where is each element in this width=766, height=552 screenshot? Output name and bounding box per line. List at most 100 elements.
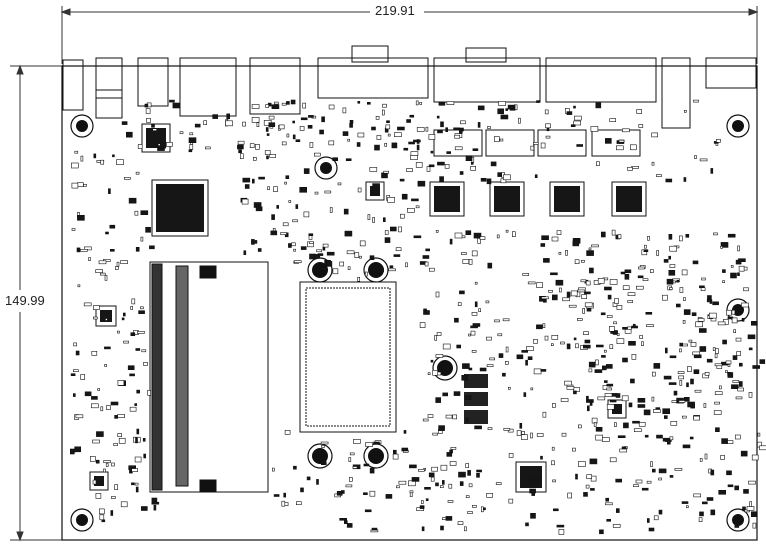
smd-part — [195, 124, 200, 127]
smd-part — [455, 233, 462, 238]
smd-part — [715, 364, 722, 366]
smd-part — [625, 270, 631, 273]
smd-part — [423, 256, 429, 259]
smd-part — [700, 159, 707, 161]
smd-part — [132, 469, 138, 472]
smd-part — [648, 236, 650, 240]
smd-part — [114, 444, 118, 446]
smd-part — [93, 440, 100, 443]
smd-part — [680, 380, 682, 385]
smd-part — [598, 397, 605, 400]
smd-part — [348, 267, 350, 270]
smd-part — [358, 101, 360, 103]
smd-part — [461, 253, 466, 255]
smd-part — [349, 477, 352, 481]
smd-part — [308, 115, 313, 117]
smd-part — [604, 287, 611, 290]
smd-part — [732, 310, 735, 314]
smd-part — [654, 363, 660, 368]
smd-part — [560, 342, 564, 344]
smd-part — [683, 298, 685, 301]
smd-part — [148, 390, 151, 395]
smd-part — [663, 409, 670, 414]
smd-part — [567, 386, 574, 389]
smd-part — [553, 480, 556, 482]
smd-part — [99, 509, 104, 514]
smd-part — [436, 483, 439, 486]
smd-part — [582, 295, 587, 299]
smd-part — [569, 305, 576, 307]
smd-part — [752, 455, 758, 460]
smd-part — [576, 474, 578, 479]
smd-part — [301, 488, 304, 492]
smd-part — [459, 130, 462, 133]
smd-part — [300, 126, 304, 130]
smd-part — [704, 404, 706, 408]
smd-part — [659, 469, 666, 473]
smd-part — [687, 367, 691, 372]
smd-part — [578, 462, 585, 467]
smd-part — [498, 173, 502, 177]
smd-part — [533, 478, 540, 483]
smd-part — [586, 396, 588, 400]
smd-part — [385, 231, 388, 235]
smd-part — [509, 499, 513, 503]
smd-part — [711, 510, 715, 515]
smd-part — [691, 379, 694, 384]
smd-part — [393, 450, 396, 454]
smd-part — [283, 223, 288, 226]
smd-part — [443, 393, 448, 396]
smd-part — [734, 330, 736, 333]
smd-part — [735, 435, 740, 439]
smd-part — [531, 388, 533, 390]
smd-part — [694, 355, 701, 358]
smd-part — [607, 388, 612, 390]
smd-part — [610, 458, 616, 462]
smd-part — [277, 205, 279, 208]
smd-part — [621, 272, 625, 274]
smd-part — [410, 491, 413, 493]
smd-part — [460, 482, 463, 486]
smd-part — [122, 318, 124, 320]
smd-part — [634, 429, 641, 432]
smd-part — [719, 386, 721, 389]
smd-part — [750, 502, 752, 507]
smd-part — [479, 309, 481, 312]
smd-part — [623, 423, 628, 428]
smd-part — [118, 434, 122, 437]
smd-part — [607, 384, 613, 386]
smd-part — [428, 415, 433, 418]
smd-part — [684, 178, 686, 182]
smd-part — [623, 327, 628, 329]
smd-part — [486, 337, 491, 340]
smd-part — [309, 242, 313, 244]
smd-part — [447, 452, 452, 456]
smd-part — [701, 288, 705, 291]
smd-part — [425, 262, 428, 266]
smd-part — [141, 237, 143, 241]
smd-part — [725, 371, 727, 373]
smd-part — [327, 252, 334, 255]
smd-part — [466, 418, 468, 422]
smd-part — [427, 167, 430, 172]
smd-part — [547, 128, 549, 131]
smd-part — [581, 280, 586, 282]
smd-part — [731, 273, 737, 278]
smd-part — [531, 146, 534, 150]
smd-part — [606, 498, 609, 501]
smd-part — [457, 345, 461, 348]
smd-part — [616, 509, 619, 513]
smd-part — [91, 396, 97, 399]
smd-part — [741, 451, 747, 456]
smd-part — [274, 187, 278, 192]
smd-part — [446, 516, 452, 520]
smd-part — [259, 177, 265, 179]
smd-part — [126, 132, 132, 137]
smd-part — [321, 462, 326, 465]
smd-part — [690, 437, 693, 439]
smd-part — [578, 425, 581, 428]
smd-part — [441, 122, 444, 127]
smd-part — [680, 343, 683, 346]
smd-part — [73, 370, 78, 372]
smd-part — [227, 114, 230, 119]
